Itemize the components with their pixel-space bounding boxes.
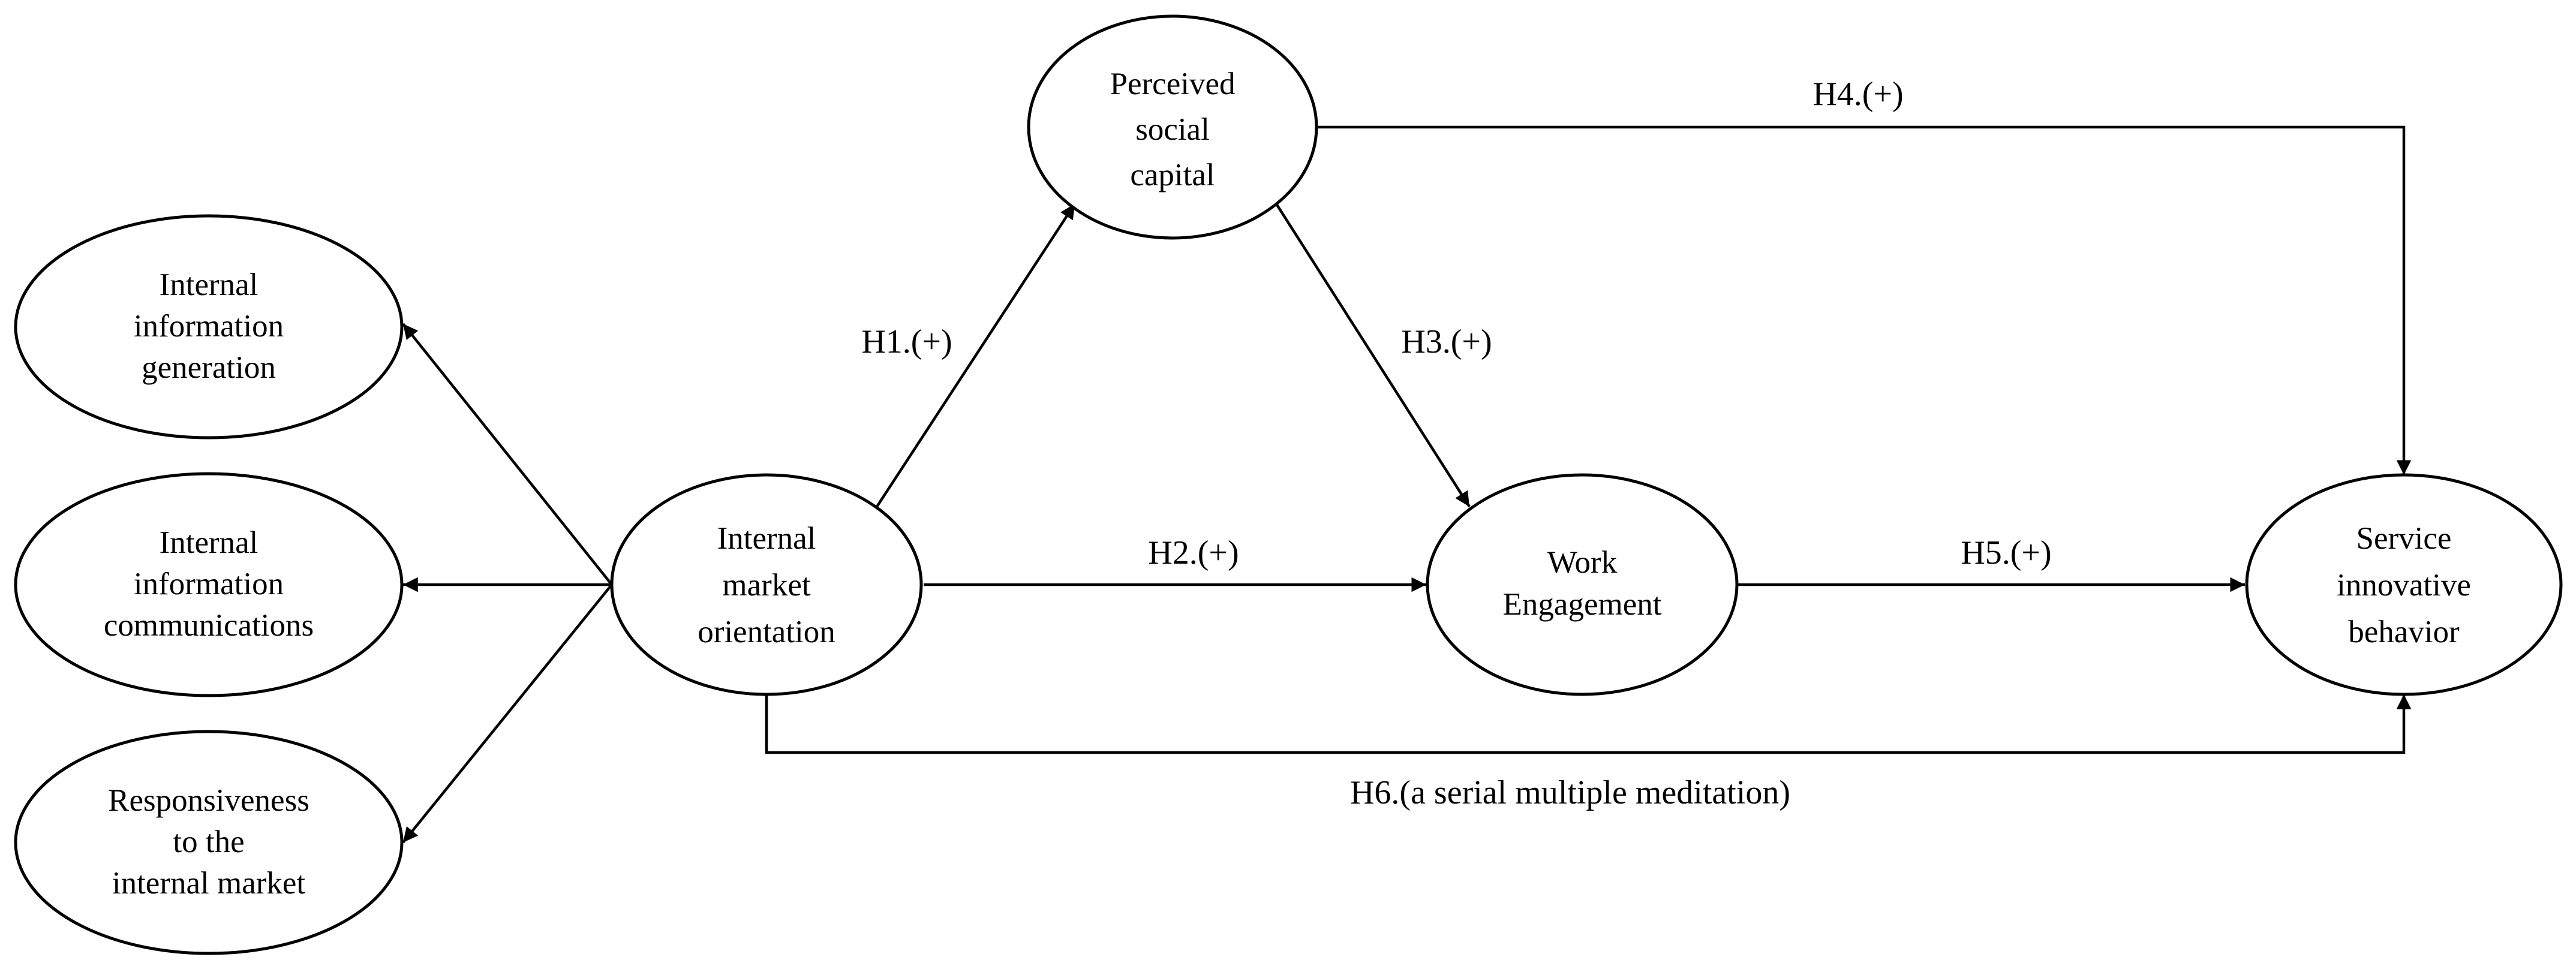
edge-label-h2: H2.(+) [1148,534,1239,571]
node-label: innovative [2337,568,2471,603]
node-label: Engagement [1503,587,1662,622]
edge-h6 [765,694,2412,754]
node-label: internal market [112,866,306,901]
edge-imo-to-responsiveness [402,583,613,844]
edge-label-h5: H5.(+) [1961,534,2051,571]
node-internal-information-communications: Internal information communications [14,472,404,697]
edge-h1 [876,203,1076,508]
edge-h4 [1317,125,2412,475]
node-label: information [134,309,284,344]
node-internal-market-orientation: Internal market orientation [610,473,923,696]
node-label: Perceived [1110,67,1236,101]
node-label: Responsiveness [108,783,309,818]
node-label: Work [1547,545,1618,580]
node-label: generation [142,350,276,385]
node-perceived-social-capital: Perceived social capital [1027,14,1318,240]
node-label: social [1135,112,1210,147]
node-label: Internal [160,267,258,302]
node-label: to the [173,824,244,859]
node-label: orientation [698,615,835,649]
edge-label-h1: H1.(+) [861,323,952,360]
node-label: information [134,567,284,601]
node-label: communications [104,608,314,643]
edge-label-h6: H6.(a serial multiple meditation) [1350,774,1790,811]
node-label: Internal [160,525,258,560]
edge-label-h3: H3.(+) [1401,323,1492,360]
node-label: capital [1130,158,1215,192]
node-label: Internal [717,521,816,556]
node-service-innovative-behavior: Service innovative behavior [2245,473,2563,696]
edge-label-h4: H4.(+) [1812,76,1903,113]
node-label: market [722,568,810,603]
edge-imo-to-generation [402,323,613,586]
node-label: Service [2356,521,2452,556]
edge-h3 [1275,203,1471,508]
node-label: behavior [2348,615,2460,649]
node-responsiveness-to-internal-market: Responsiveness to the internal market [14,730,404,955]
node-work-engagement: Work Engagement [1426,473,1739,696]
node-internal-information-generation: Internal information generation [14,214,404,440]
edges [402,125,2412,844]
edge-labels: H1.(+) H2.(+) H3.(+) H4.(+) H5.(+) H6.(a… [861,76,2051,811]
